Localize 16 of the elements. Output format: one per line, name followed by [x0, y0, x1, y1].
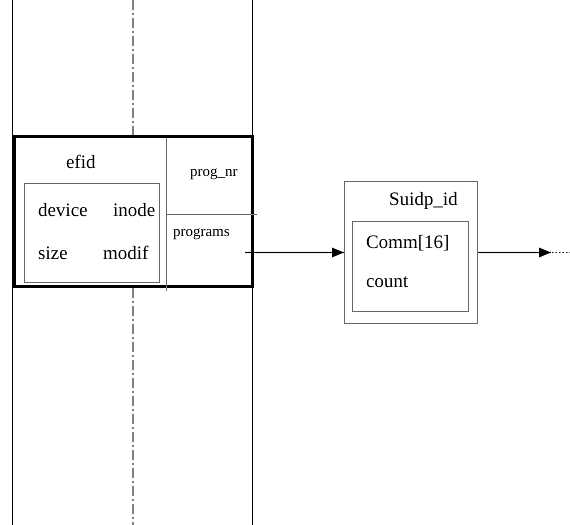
field-box [24, 183, 160, 283]
arrow [478, 248, 551, 258]
field-label: count [366, 272, 408, 291]
arrow [245, 248, 344, 258]
field-label: inode [113, 201, 156, 220]
field-label: programs [173, 225, 230, 240]
entry-row [13, 135, 254, 288]
struct-box [344, 181, 478, 324]
field-label: device [38, 201, 88, 220]
field-label: Suidp_id [389, 190, 458, 209]
field-label: size [38, 244, 68, 263]
field-label: Comm[16] [366, 233, 450, 252]
field-label: efid [66, 153, 96, 172]
field-label: modif [103, 244, 148, 263]
field-label: prog_nr [190, 165, 238, 180]
field-box [352, 221, 469, 312]
